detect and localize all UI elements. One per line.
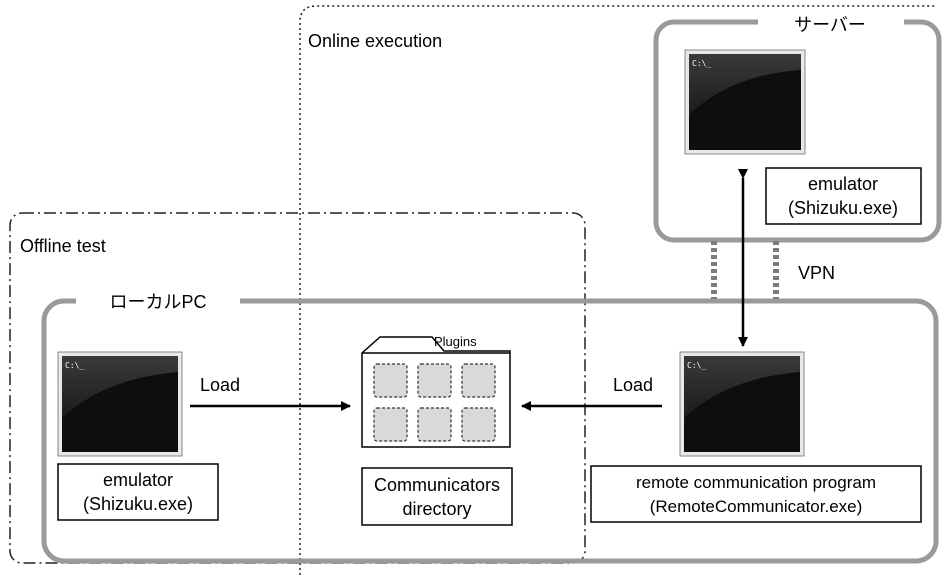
plugin-slot	[417, 407, 452, 442]
communicators-dir-line1: Communicators	[374, 475, 500, 495]
console-window-remote: C:\_	[679, 351, 805, 457]
plugin-slot	[373, 407, 408, 442]
console-window-local: C:\_	[57, 351, 183, 457]
plugin-slot	[373, 363, 408, 398]
console-prompt-local: C:\_	[65, 361, 84, 370]
remote-program-line1: remote communication program	[636, 473, 876, 492]
emulator-server-line1: emulator	[808, 174, 878, 194]
load-label-right: Load	[613, 375, 653, 395]
vpn-label: VPN	[798, 263, 835, 283]
emulator-server-label-box	[765, 167, 922, 225]
emulator-local-label-box	[57, 463, 219, 521]
plugin-slot	[417, 363, 452, 398]
offline-test-label: Offline test	[20, 236, 106, 256]
console-prompt-server: C:\_	[692, 59, 711, 68]
plugin-slot	[461, 407, 496, 442]
communicators-dir-label-box	[361, 467, 513, 526]
online-execution-label: Online execution	[308, 31, 442, 51]
emulator-local-line2: (Shizuku.exe)	[83, 494, 193, 514]
server-label: サーバー	[794, 15, 866, 35]
local-pc-label: ローカルPC	[109, 292, 206, 312]
communicators-dir-line2: directory	[402, 499, 471, 519]
console-window-server: C:\_	[684, 49, 806, 155]
emulator-server-line2: (Shizuku.exe)	[788, 198, 898, 218]
plugins-tab-label: Plugins	[434, 334, 477, 349]
console-prompt-remote: C:\_	[687, 361, 706, 370]
load-label-left: Load	[200, 375, 240, 395]
emulator-local-line1: emulator	[103, 470, 173, 490]
plugins-folder: Plugins	[361, 334, 511, 448]
remote-program-line2: (RemoteCommunicator.exe)	[650, 497, 863, 516]
local-pc-box	[41, 298, 939, 564]
plugin-slot	[461, 363, 496, 398]
online-execution-region	[299, 5, 935, 575]
remote-program-label-box	[590, 465, 922, 523]
